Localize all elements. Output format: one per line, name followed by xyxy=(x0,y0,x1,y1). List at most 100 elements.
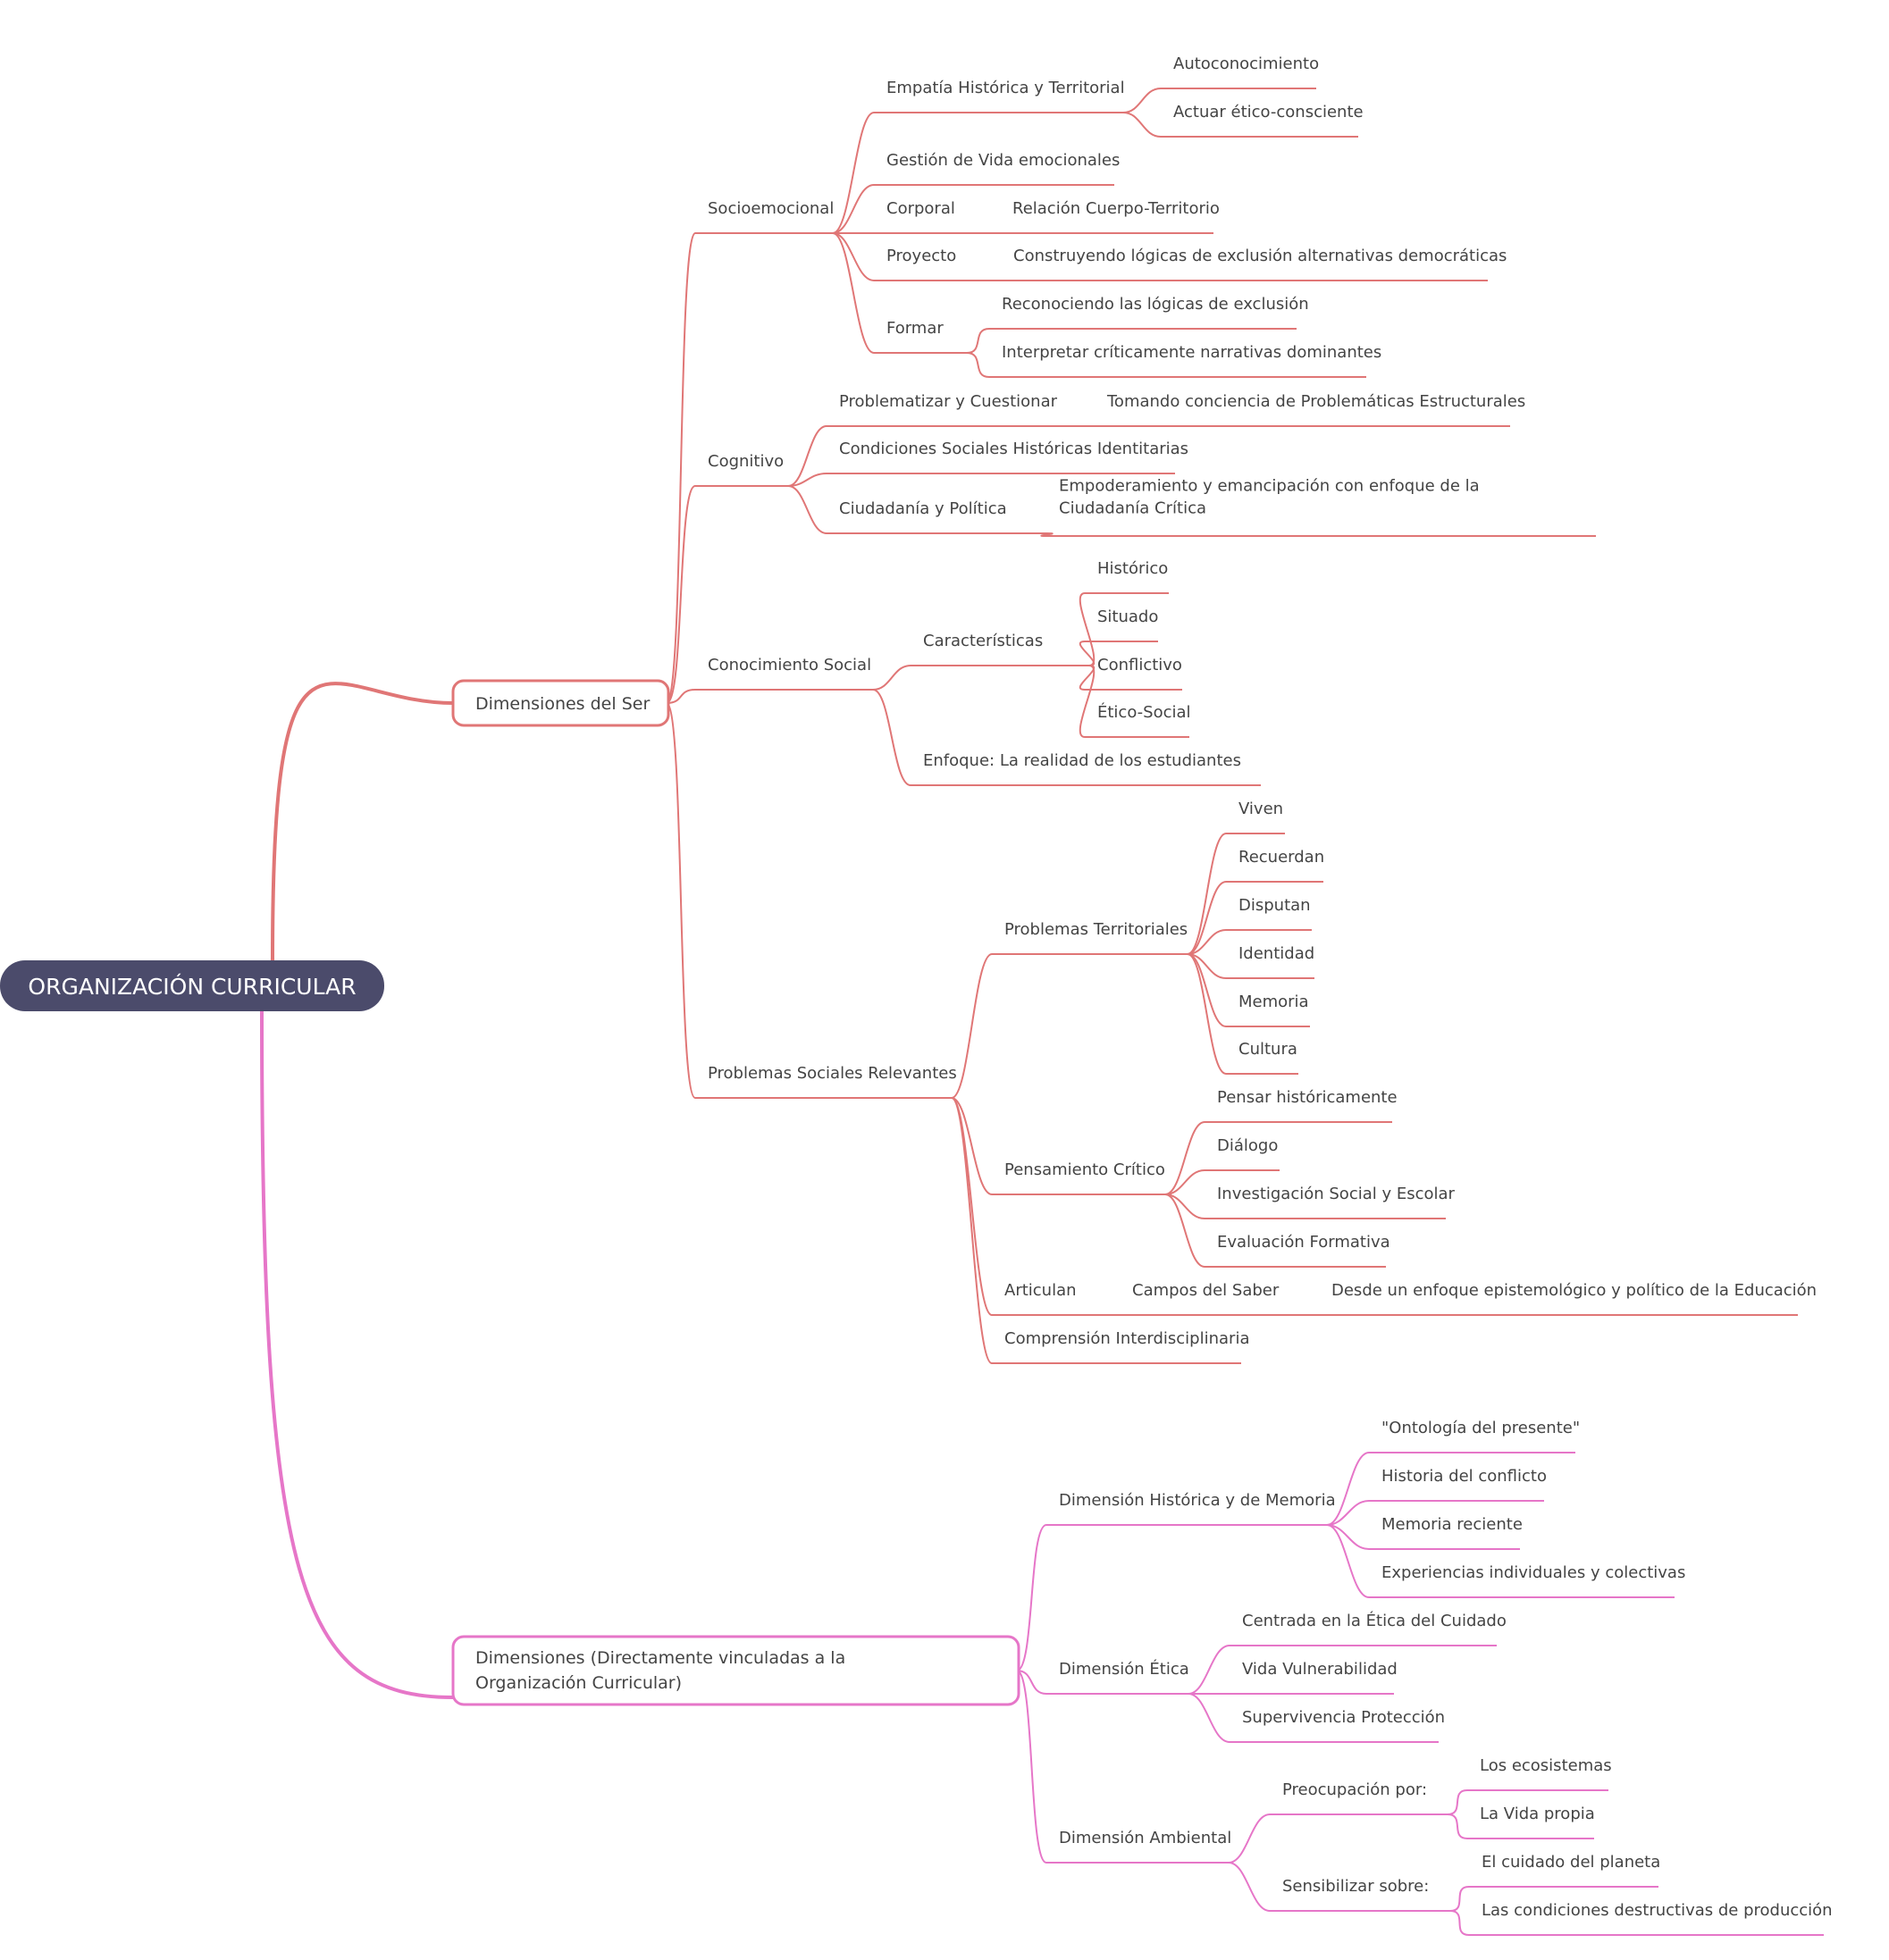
connector-line xyxy=(966,352,990,378)
topic-articulan[interactable]: Articulan xyxy=(992,1281,1128,1316)
topic-centrada-en-la-etica-del-cuidado[interactable]: Centrada en la Ética del Cuidado xyxy=(1230,1611,1507,1646)
connector-line xyxy=(832,184,875,234)
connector-line xyxy=(1449,1910,1470,1936)
root-topic-label: ORGANIZACIÓN CURRICULAR xyxy=(28,973,356,1000)
topic-empoderamiento-y-emancipacion-con-enfoqu[interactable]: Empoderamiento y emancipación con enfoqu… xyxy=(1046,477,1596,537)
topic-label: Conflictivo xyxy=(1097,656,1182,674)
main-topic-dimensiones-directamente-vinculadas-a-la[interactable]: Dimensiones (Directamente vinculadas a l… xyxy=(451,1635,1020,1706)
connector-line xyxy=(787,473,827,487)
connector-line xyxy=(666,232,696,704)
topic-label: Cultura xyxy=(1238,1040,1297,1059)
topic-desde-un-enfoque-epistemologico-y-politi[interactable]: Desde un enfoque epistemológico y políti… xyxy=(1319,1281,1817,1316)
topic-conflictivo[interactable]: Conflictivo xyxy=(1085,656,1182,691)
connector-line xyxy=(1122,112,1162,138)
topic-dimension-ambiental[interactable]: Dimensión Ambiental xyxy=(1046,1829,1231,1864)
connector-line xyxy=(832,232,875,281)
topic-ontologia-del-presente[interactable]: "Ontología del presente" xyxy=(1369,1419,1580,1453)
topic-label: Investigación Social y Escolar xyxy=(1217,1185,1456,1203)
topic-ciudadania-y-politica[interactable]: Ciudadanía y Política xyxy=(827,499,1047,534)
topic-cognitivo[interactable]: Cognitivo xyxy=(695,452,788,487)
topic-los-ecosistemas[interactable]: Los ecosistemas xyxy=(1467,1756,1612,1791)
connector-line xyxy=(832,232,875,354)
topic-disputan[interactable]: Disputan xyxy=(1226,896,1312,931)
topic-gestion-de-vida-emocionales[interactable]: Gestión de Vida emocionales xyxy=(874,151,1120,186)
topic-dialogo[interactable]: Diálogo xyxy=(1205,1136,1280,1171)
connector-line xyxy=(1188,1693,1230,1743)
topic-enfoque-la-realidad-de-los-estudiantes[interactable]: Enfoque: La realidad de los estudiantes xyxy=(911,751,1261,786)
topic-experiencias-individuales-y-colectivas[interactable]: Experiencias individuales y colectivas xyxy=(1369,1563,1685,1598)
topic-label: Características xyxy=(923,632,1043,650)
topic-etico-social[interactable]: Ético-Social xyxy=(1085,702,1191,738)
topic-cultura[interactable]: Cultura xyxy=(1226,1040,1298,1075)
topic-reconociendo-las-logicas-de-exclusion[interactable]: Reconociendo las lógicas de exclusión xyxy=(989,295,1309,330)
connector-line xyxy=(1040,532,1054,537)
topic-supervivencia-proteccion[interactable]: Supervivencia Protección xyxy=(1230,1708,1445,1743)
topic-historico[interactable]: Histórico xyxy=(1085,559,1169,594)
topic-la-vida-propia[interactable]: La Vida propia xyxy=(1467,1805,1595,1839)
main-topic-dimensiones-del-ser[interactable]: Dimensiones del Ser xyxy=(451,679,670,727)
topic-nodes: ORGANIZACIÓN CURRICULAR Dimensiones del S… xyxy=(0,54,1833,1936)
topic-pensar-historicamente[interactable]: Pensar históricamente xyxy=(1205,1088,1398,1123)
topic-condiciones-sociales-historicas-identita[interactable]: Condiciones Sociales Históricas Identita… xyxy=(827,440,1188,474)
connector-line xyxy=(1188,1645,1230,1695)
topic-pensamiento-critico[interactable]: Pensamiento Crítico xyxy=(992,1160,1165,1195)
topic-viven[interactable]: Viven xyxy=(1226,800,1285,834)
topic-evaluacion-formativa[interactable]: Evaluación Formativa xyxy=(1205,1233,1390,1268)
topic-label: Preocupación por: xyxy=(1282,1780,1427,1799)
topic-vida-vulnerabilidad[interactable]: Vida Vulnerabilidad xyxy=(1230,1660,1398,1695)
topic-autoconocimiento[interactable]: Autoconocimiento xyxy=(1161,54,1319,89)
topic-dimension-etica[interactable]: Dimensión Ética xyxy=(1046,1659,1189,1695)
topic-problemas-sociales-relevantes[interactable]: Problemas Sociales Relevantes xyxy=(695,1064,957,1099)
topic-situado[interactable]: Situado xyxy=(1085,607,1158,642)
topic-las-condiciones-destructivas-de-producci[interactable]: Las condiciones destructivas de producci… xyxy=(1469,1901,1833,1936)
topic-label: Problemas Territoriales xyxy=(1004,920,1188,939)
topic-label: Articulan xyxy=(1004,1281,1077,1300)
topic-label: Problemas Sociales Relevantes xyxy=(708,1064,957,1083)
topic-corporal[interactable]: Corporal xyxy=(874,199,1003,234)
topic-label: Interpretar críticamente narrativas domi… xyxy=(1002,343,1381,362)
topic-formar[interactable]: Formar xyxy=(874,319,967,354)
topic-problemas-territoriales[interactable]: Problemas Territoriales xyxy=(992,920,1188,955)
topic-preocupacion-por[interactable]: Preocupación por: xyxy=(1270,1780,1448,1815)
topic-comprension-interdisciplinaria[interactable]: Comprensión Interdisciplinaria xyxy=(992,1329,1249,1364)
topic-dimension-historica-y-de-memoria[interactable]: Dimensión Histórica y de Memoria xyxy=(1046,1491,1336,1526)
topic-problematizar-y-cuestionar[interactable]: Problematizar y Cuestionar xyxy=(827,392,1105,427)
topic-actuar-etico-consciente[interactable]: Actuar ético-consciente xyxy=(1161,103,1364,138)
connector-line xyxy=(1164,1194,1205,1268)
connector-line xyxy=(1228,1813,1271,1864)
connector-line xyxy=(832,112,875,234)
topic-el-cuidado-del-planeta[interactable]: El cuidado del planeta xyxy=(1469,1853,1660,1888)
topic-construyendo-logicas-de-exclusion-altern[interactable]: Construyendo lógicas de exclusión altern… xyxy=(1001,247,1507,281)
topic-label: Relación Cuerpo-Territorio xyxy=(1012,199,1220,218)
topic-campos-del-saber[interactable]: Campos del Saber xyxy=(1120,1281,1333,1316)
topic-interpretar-criticamente-narrativas-domi[interactable]: Interpretar críticamente narrativas domi… xyxy=(989,343,1381,378)
topic-identidad[interactable]: Identidad xyxy=(1226,944,1314,979)
topic-socioemocional[interactable]: Socioemocional xyxy=(695,199,834,234)
root-topic[interactable]: ORGANIZACIÓN CURRICULAR xyxy=(0,960,384,1011)
topic-label: Ciudadanía y Política xyxy=(839,499,1007,518)
topic-recuerdan[interactable]: Recuerdan xyxy=(1226,848,1324,883)
topic-label: Corporal xyxy=(886,199,955,218)
topic-caracteristicas[interactable]: Características xyxy=(911,632,1089,666)
topic-sensibilizar-sobre[interactable]: Sensibilizar sobre: xyxy=(1270,1877,1450,1912)
topic-proyecto[interactable]: Proyecto xyxy=(874,247,1003,281)
topic-label: Memoria xyxy=(1238,993,1309,1011)
topic-label: Problematizar y Cuestionar xyxy=(839,392,1058,411)
topic-label: Experiencias individuales y colectivas xyxy=(1381,1563,1685,1582)
topic-label: Gestión de Vida emocionales xyxy=(886,151,1120,170)
topic-label: Autoconocimiento xyxy=(1173,54,1319,73)
topic-tomando-conciencia-de-problematicas-estr[interactable]: Tomando conciencia de Problemáticas Estr… xyxy=(1095,392,1525,427)
topic-label: Pensar históricamente xyxy=(1217,1088,1398,1107)
topic-investigacion-social-y-escolar[interactable]: Investigación Social y Escolar xyxy=(1205,1185,1456,1219)
connector-line xyxy=(1187,881,1227,955)
topic-memoria-reciente[interactable]: Memoria reciente xyxy=(1369,1515,1523,1550)
topic-relacion-cuerpo-territorio[interactable]: Relación Cuerpo-Territorio xyxy=(1000,199,1220,234)
topic-conocimiento-social[interactable]: Conocimiento Social xyxy=(695,656,873,691)
topic-empatia-historica-y-territorial[interactable]: Empatía Histórica y Territorial xyxy=(874,79,1125,113)
main-topic-border xyxy=(451,1635,1020,1706)
connector-line xyxy=(1016,1670,1047,1695)
topic-historia-del-conflicto[interactable]: Historia del conflicto xyxy=(1369,1467,1547,1502)
topic-label: Viven xyxy=(1238,800,1283,818)
topic-memoria[interactable]: Memoria xyxy=(1226,993,1310,1027)
topic-label: Diálogo xyxy=(1217,1136,1278,1155)
